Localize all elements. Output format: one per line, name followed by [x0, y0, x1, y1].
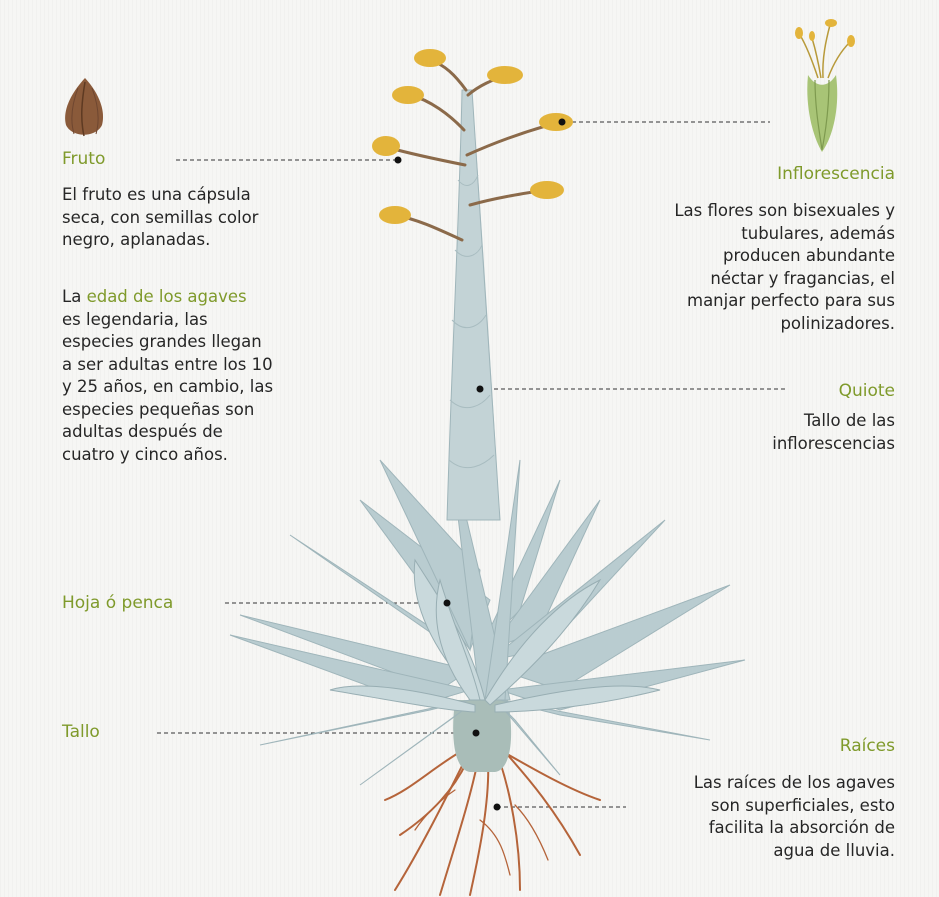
- edad-description: La edad de los agaves es legendaria, las …: [62, 286, 362, 466]
- tallo-label: Tallo: [62, 722, 100, 742]
- raices-label: Raíces: [840, 736, 895, 756]
- edad-highlight: edad de los agaves: [87, 287, 247, 306]
- raices-description: Las raíces de los agaves son superficial…: [605, 772, 895, 862]
- fruto-label: Fruto: [62, 149, 105, 169]
- inflorescencia-label: Inflorescencia: [777, 164, 895, 184]
- inflorescencia-description: Las flores son bisexuales y tubulares, a…: [595, 200, 895, 335]
- quiote-description: Tallo de las inflorescencias: [695, 410, 895, 455]
- edad-text: es legendaria, las especies grandes lleg…: [62, 310, 273, 464]
- agave-flower-icon: [795, 19, 855, 152]
- quiote-stalk: [447, 90, 500, 520]
- quiote-label: Quiote: [839, 381, 895, 401]
- fruto-description: El fruto es una cápsula seca, con semill…: [62, 184, 352, 252]
- hoja-label: Hoja ó penca: [62, 593, 173, 613]
- fruit-capsule-icon: [65, 78, 103, 136]
- edad-prefix: La: [62, 287, 87, 306]
